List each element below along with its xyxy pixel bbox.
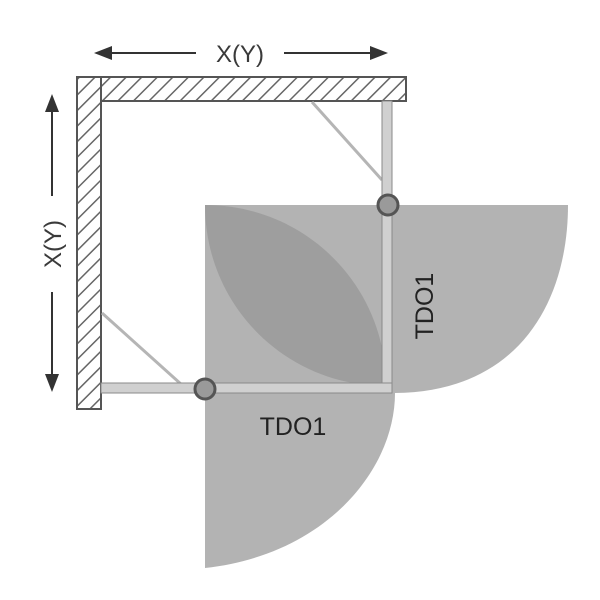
top-dimension: X(Y) — [94, 41, 388, 68]
walls — [76, 76, 407, 410]
frames — [100, 100, 393, 394]
bottom-door-label: TDO1 — [260, 413, 327, 441]
arrow-right-icon — [370, 46, 388, 60]
top-right-brace — [310, 100, 384, 182]
top-wall — [76, 76, 407, 102]
door-swing-overlap — [205, 205, 386, 386]
bottom-fixed-panel — [100, 382, 393, 394]
top-dimension-label: X(Y) — [216, 41, 264, 68]
arrow-left-icon — [94, 46, 112, 60]
bottom-door-swing-area — [205, 393, 395, 568]
arrow-up-icon — [45, 94, 59, 112]
left-dimension-label: X(Y) — [40, 220, 67, 268]
right-door-label: TDO1 — [411, 273, 439, 340]
left-wall — [76, 76, 102, 410]
arrow-down-icon — [45, 374, 59, 392]
bottom-hinge-icon — [193, 377, 217, 401]
right-fixed-panel — [381, 100, 393, 394]
left-dimension: X(Y) — [40, 94, 67, 392]
right-hinge-icon — [376, 193, 400, 217]
bottom-left-brace — [100, 311, 184, 387]
